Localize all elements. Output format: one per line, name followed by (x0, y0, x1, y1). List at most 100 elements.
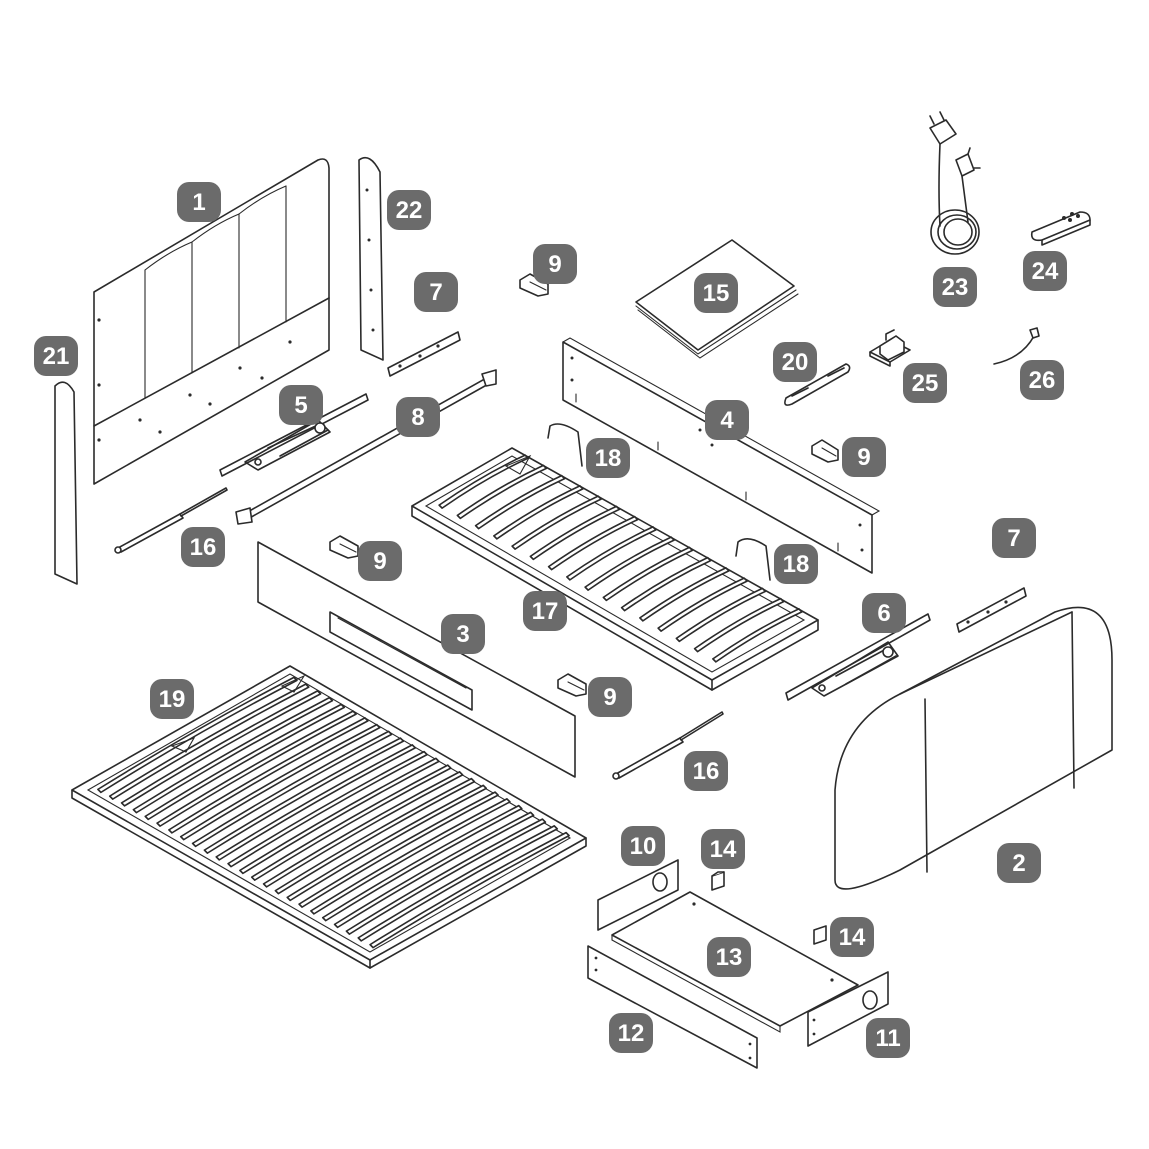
part-number-badge-p16a: 16 (181, 527, 225, 567)
badge-background (34, 336, 78, 376)
slat (286, 784, 488, 902)
part-number-label: 9 (603, 684, 616, 711)
part-number-label: 24 (1032, 258, 1059, 285)
slat (584, 536, 675, 591)
part-number-badge-p11: 11 (866, 1018, 910, 1058)
part-number-badge-p26: 26 (1020, 360, 1064, 400)
part-number-label: 20 (782, 349, 809, 376)
slat (566, 526, 657, 581)
badge-background (997, 843, 1041, 883)
part-number-badge-p19: 19 (150, 679, 194, 719)
badge-background (533, 244, 577, 284)
badge-background (694, 273, 738, 313)
part-number-label: 9 (373, 548, 386, 575)
badge-background (279, 385, 323, 425)
part-number-badge-p16b: 16 (684, 751, 728, 791)
part-number-label: 11 (875, 1025, 900, 1052)
badge-background (441, 614, 485, 654)
part-9-corner-bracket-d (557, 673, 587, 697)
part-9-corner-bracket-c (329, 535, 359, 559)
part-14-foot-b (813, 925, 827, 945)
slat (529, 505, 621, 561)
part-number-badge-p6: 6 (862, 593, 906, 633)
part-18-handle-b (735, 538, 771, 581)
slat (693, 597, 785, 653)
part-number-badge-p8: 8 (396, 397, 440, 437)
slat (227, 750, 428, 868)
badge-background (396, 397, 440, 437)
badge-background (705, 400, 749, 440)
slat (239, 757, 440, 875)
slat (369, 831, 570, 949)
badge-background (150, 679, 194, 719)
part-number-label: 10 (630, 833, 657, 860)
part-number-label: 3 (456, 621, 469, 648)
slat (156, 710, 357, 827)
badge-background (866, 1018, 910, 1058)
badge-background (774, 544, 818, 584)
badge-background (586, 438, 630, 478)
part-number-badges: 1234567789999101112131414151616171818192… (34, 182, 1067, 1058)
slat (345, 818, 547, 935)
part-number-label: 16 (693, 758, 720, 785)
slat (215, 744, 417, 861)
part-number-label: 7 (1007, 525, 1020, 552)
part-17-slatted-frame (411, 447, 819, 691)
part-number-label: 19 (159, 686, 186, 713)
slat (602, 546, 694, 602)
slat (547, 515, 639, 571)
part-23-power-cord (929, 111, 981, 255)
part-number-badge-p14a: 14 (701, 829, 745, 869)
part-number-badge-p25: 25 (903, 363, 947, 403)
part-number-badge-p3: 3 (441, 614, 485, 654)
part-number-label: 16 (190, 534, 217, 561)
slat (456, 464, 548, 520)
part-number-badge-p15: 15 (694, 273, 738, 313)
slat (639, 567, 730, 622)
badge-background (707, 937, 751, 977)
slat (438, 454, 529, 509)
part-number-label: 7 (429, 279, 442, 306)
part-number-label: 23 (942, 274, 969, 301)
badge-background (621, 826, 665, 866)
part-number-badge-p18a: 18 (586, 438, 630, 478)
part-11-drawer-side (807, 971, 889, 1047)
part-26-sensor-wire (993, 327, 1040, 365)
part-number-label: 25 (912, 370, 939, 397)
slat (108, 683, 310, 800)
part-number-label: 4 (720, 407, 734, 434)
slat (250, 764, 452, 881)
part-number-label: 8 (411, 404, 424, 431)
part-number-badge-p9a: 9 (533, 244, 577, 284)
slat (357, 825, 559, 942)
part-number-label: 26 (1029, 367, 1056, 394)
part-number-badge-p4: 4 (705, 400, 749, 440)
part-number-badge-p20: 20 (773, 342, 817, 382)
part-number-label: 18 (595, 445, 622, 472)
part-20-strap (784, 363, 851, 406)
part-25-control-box (869, 329, 911, 367)
badge-background (701, 829, 745, 869)
part-number-label: 2 (1012, 850, 1025, 877)
slat (333, 811, 535, 929)
part-number-badge-p23: 23 (933, 267, 977, 307)
badge-background (181, 527, 225, 567)
part-18-handle-a (547, 423, 583, 467)
part-number-badge-p14b: 14 (830, 917, 874, 957)
slat (191, 730, 393, 848)
part-number-label: 18 (783, 551, 810, 578)
badge-background (684, 751, 728, 791)
part-1-headboard (93, 158, 330, 485)
part-3-front-rail (257, 541, 576, 778)
slat (620, 556, 712, 612)
part-number-badge-p7a: 7 (414, 272, 458, 312)
part-number-badge-p12: 12 (609, 1013, 653, 1053)
slat (657, 577, 748, 632)
part-number-label: 1 (192, 189, 205, 216)
part-number-label: 21 (43, 343, 70, 370)
slat (120, 690, 322, 807)
slat (179, 723, 381, 841)
badge-background (1023, 251, 1067, 291)
part-number-badge-p18b: 18 (774, 544, 818, 584)
badge-background (933, 267, 977, 307)
